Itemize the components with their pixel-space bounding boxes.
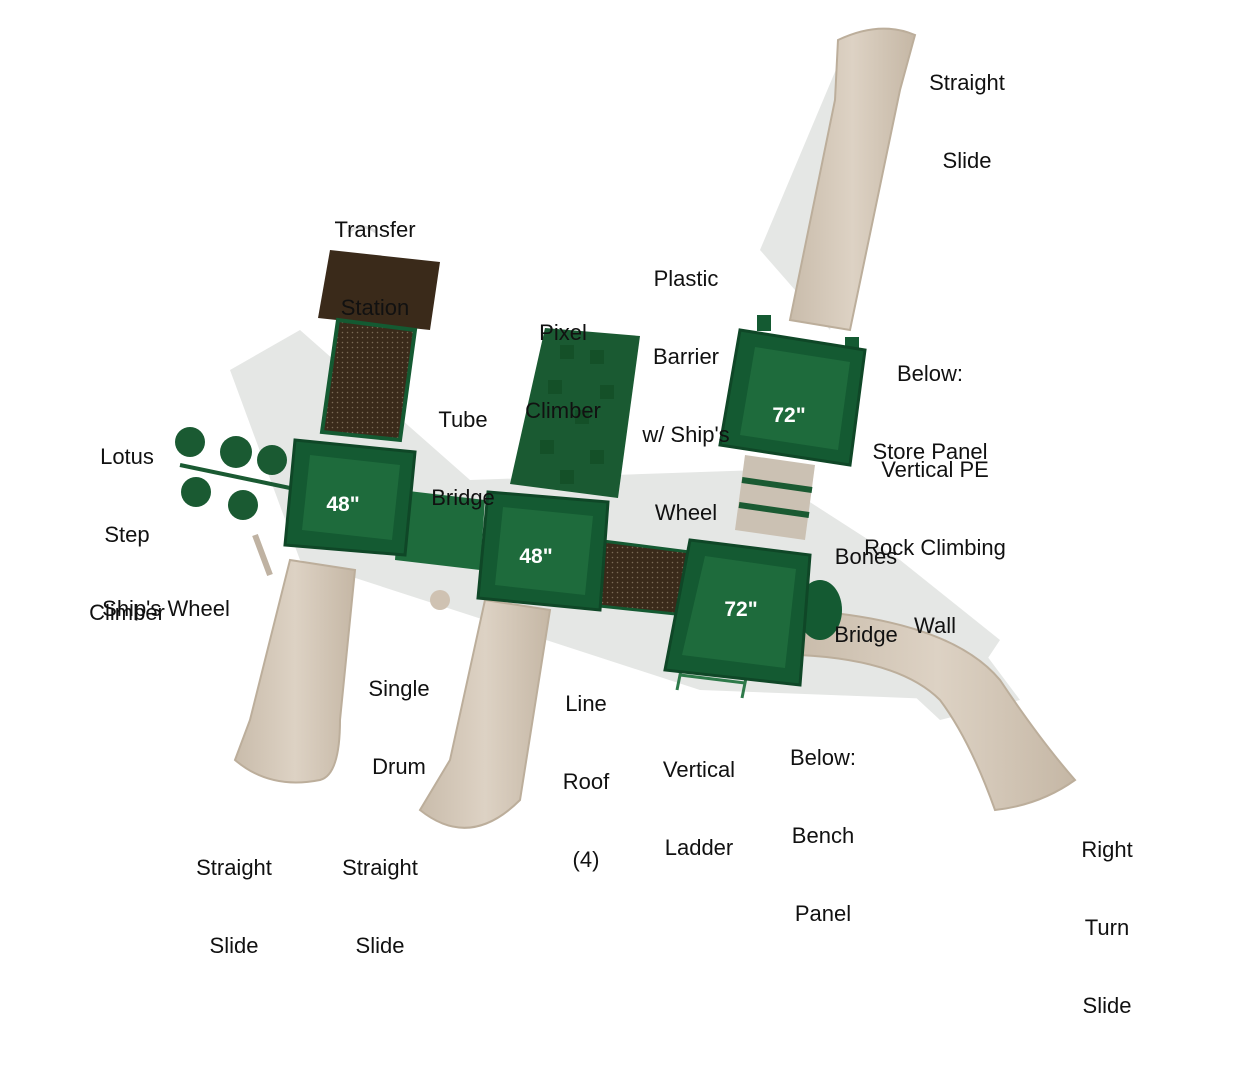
single-drum [430, 590, 450, 610]
label-line: Straight [196, 855, 272, 880]
bones-bridge [735, 455, 815, 540]
label-rock-climbing-wall: Vertical PE Rock Climbing Wall [864, 405, 1006, 691]
deck-2 [476, 490, 610, 612]
right-turn-slide [798, 580, 1077, 812]
label-line: Panel [794, 901, 852, 926]
label-straight-slide-top: Straight Slide [929, 18, 1005, 226]
label-line: Bridge [431, 485, 495, 510]
straight-slide-top [788, 27, 917, 332]
label-line: Slide [1082, 993, 1132, 1018]
label-line: Lotus [100, 444, 154, 469]
tube-bridge [395, 490, 485, 570]
label-bones-bridge: Bones Bridge [834, 492, 898, 700]
label-line: Bridge [834, 622, 898, 647]
deck-4 [663, 538, 812, 687]
playground-illustration [175, 27, 1077, 829]
label-line: Right [1081, 837, 1133, 862]
label-lotus-step-climber: Lotus Step Climber [89, 392, 165, 678]
pixel-climber [510, 328, 640, 498]
playground-diagram: 48" 48" 72" 72" Straight Slide Transfer … [89, 18, 1133, 1018]
deck-height-label: 72" [724, 598, 758, 621]
label-line: Barrier [652, 344, 720, 369]
label-vertical-ladder: Vertical Ladder [663, 705, 735, 913]
label-tube-bridge: Tube Bridge [431, 355, 495, 563]
ships-wheel-part [252, 533, 273, 577]
lotus-step-climber [175, 427, 291, 520]
label-line: Rock Climbing [864, 535, 1006, 560]
label-line: Straight [342, 855, 418, 880]
label-line: Below: [896, 361, 964, 386]
label-line: Transfer [334, 217, 416, 242]
label-plastic-barrier: Plastic Barrier w/ Ship's Wheel [642, 214, 729, 578]
label-line: Slide [355, 933, 405, 958]
label-line: w/ Ship's [642, 422, 730, 447]
label-straight-slide-middle: Straight Slide [342, 803, 418, 1011]
label-right-turn-slide: Right Turn Slide [1081, 785, 1132, 1071]
label-line: Wheel [654, 500, 718, 525]
deck-height-label: 48" [326, 493, 360, 516]
label-line: Tube [438, 407, 488, 432]
label-pixel-climber: Pixel Climber [525, 268, 601, 476]
label-line: Below: [789, 745, 857, 770]
label-line: Vertical [662, 757, 736, 782]
label-line: Turn [1084, 915, 1130, 940]
straight-slide-left [233, 558, 357, 784]
label-line: Climber [525, 398, 601, 423]
label-line: Single [368, 676, 430, 701]
label-line: Bench [791, 823, 855, 848]
label-ships-wheel: Ship's Wheel [102, 544, 230, 674]
label-single-drum: Single Drum [368, 624, 429, 832]
label-line: Step [104, 522, 150, 547]
label-line-roof: Line Roof (4) [563, 639, 609, 925]
label-straight-slide-left: Straight Slide [196, 803, 272, 1011]
deck-3 [718, 315, 867, 467]
label-line: Station [340, 295, 410, 320]
label-line: (4) [572, 847, 600, 872]
label-line: Vertical PE [881, 457, 989, 482]
label-line: Drum [372, 754, 426, 779]
label-line: Line [565, 691, 607, 716]
label-line: Wall [914, 613, 956, 638]
label-store-panel: Below: Store Panel [873, 309, 988, 517]
deck-1 [283, 438, 417, 557]
label-line: Ship's Wheel [102, 596, 230, 621]
deck-height-label: 72" [772, 404, 806, 427]
label-bench-panel: Below: Bench Panel [790, 693, 856, 979]
straight-slide-middle [418, 598, 552, 829]
label-line: Plastic [653, 266, 719, 291]
label-line: Roof [562, 769, 610, 794]
deck-height-label: 48" [519, 545, 553, 568]
label-line: Climber [89, 600, 165, 625]
label-line: Slide [209, 933, 259, 958]
label-line: Store Panel [872, 439, 988, 464]
label-line: Pixel [539, 320, 587, 345]
label-line: Ladder [664, 835, 734, 860]
label-transfer-station: Transfer Station [334, 165, 415, 373]
label-line: Bones [834, 544, 898, 569]
label-line: Slide [942, 148, 992, 173]
label-line: Straight [929, 70, 1005, 95]
transfer-station [318, 225, 440, 443]
